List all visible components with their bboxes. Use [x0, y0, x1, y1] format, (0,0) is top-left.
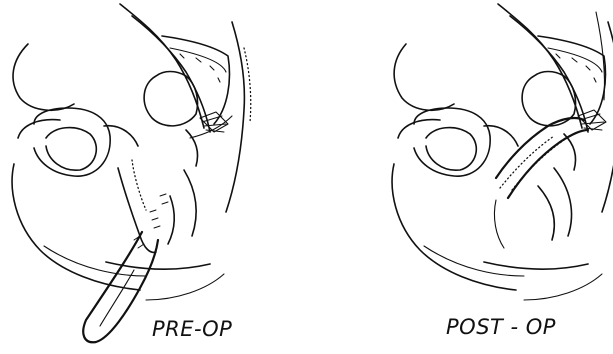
- post-op-panel: [392, 4, 613, 300]
- post-op-caption: POST - OP: [446, 315, 556, 339]
- pre-op-panel: [12, 4, 251, 342]
- pre-op-caption: PRE-OP: [152, 317, 232, 341]
